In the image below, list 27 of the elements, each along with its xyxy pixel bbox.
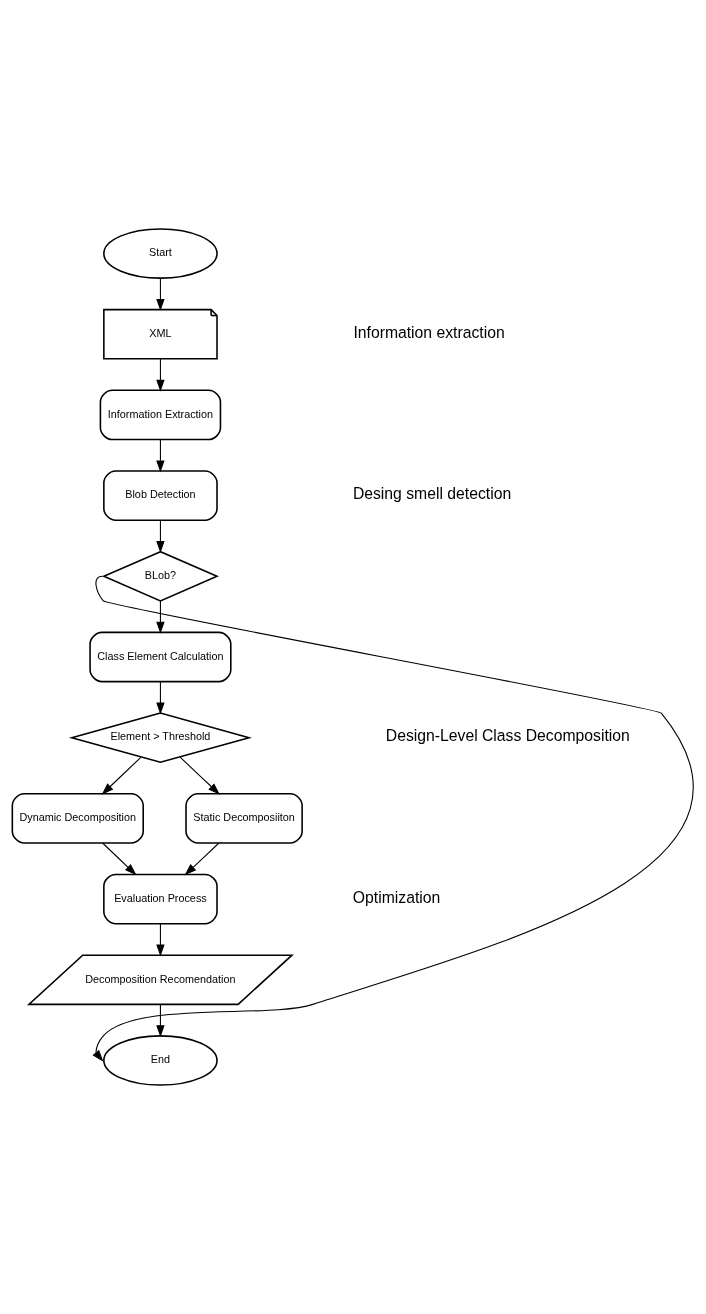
arrow <box>156 358 165 392</box>
node-box: Information Extraction <box>99 389 222 441</box>
arrow <box>102 842 137 876</box>
node-diamond: Element > Threshold <box>68 712 252 764</box>
label: Design-Level Class Decomposition <box>385 727 630 745</box>
node-box: Evaluation Process <box>103 873 218 925</box>
arrow <box>179 756 220 795</box>
node-box: Static Decomposiiton <box>185 793 303 844</box>
arrow <box>156 681 165 715</box>
label: Optimization <box>352 888 441 906</box>
arrow <box>184 842 220 876</box>
arrow <box>92 575 694 1062</box>
node-ellipse: Start <box>103 228 218 279</box>
label: Information extraction <box>353 323 505 341</box>
node-box: Blob Detection <box>103 470 218 521</box>
arrow <box>156 519 165 554</box>
arrow <box>156 600 165 634</box>
arrow <box>101 756 142 795</box>
arrow <box>156 1003 165 1038</box>
arrow <box>156 923 165 957</box>
node-diamond: BLob? <box>101 550 219 602</box>
node-box: Class Element Calculation <box>89 631 232 683</box>
label: Desing smell detection <box>352 485 512 503</box>
node-ellipse: End <box>103 1035 218 1086</box>
node-box: Dynamic Decomposition <box>11 793 144 844</box>
arrow <box>156 438 165 473</box>
arrow <box>156 277 165 311</box>
